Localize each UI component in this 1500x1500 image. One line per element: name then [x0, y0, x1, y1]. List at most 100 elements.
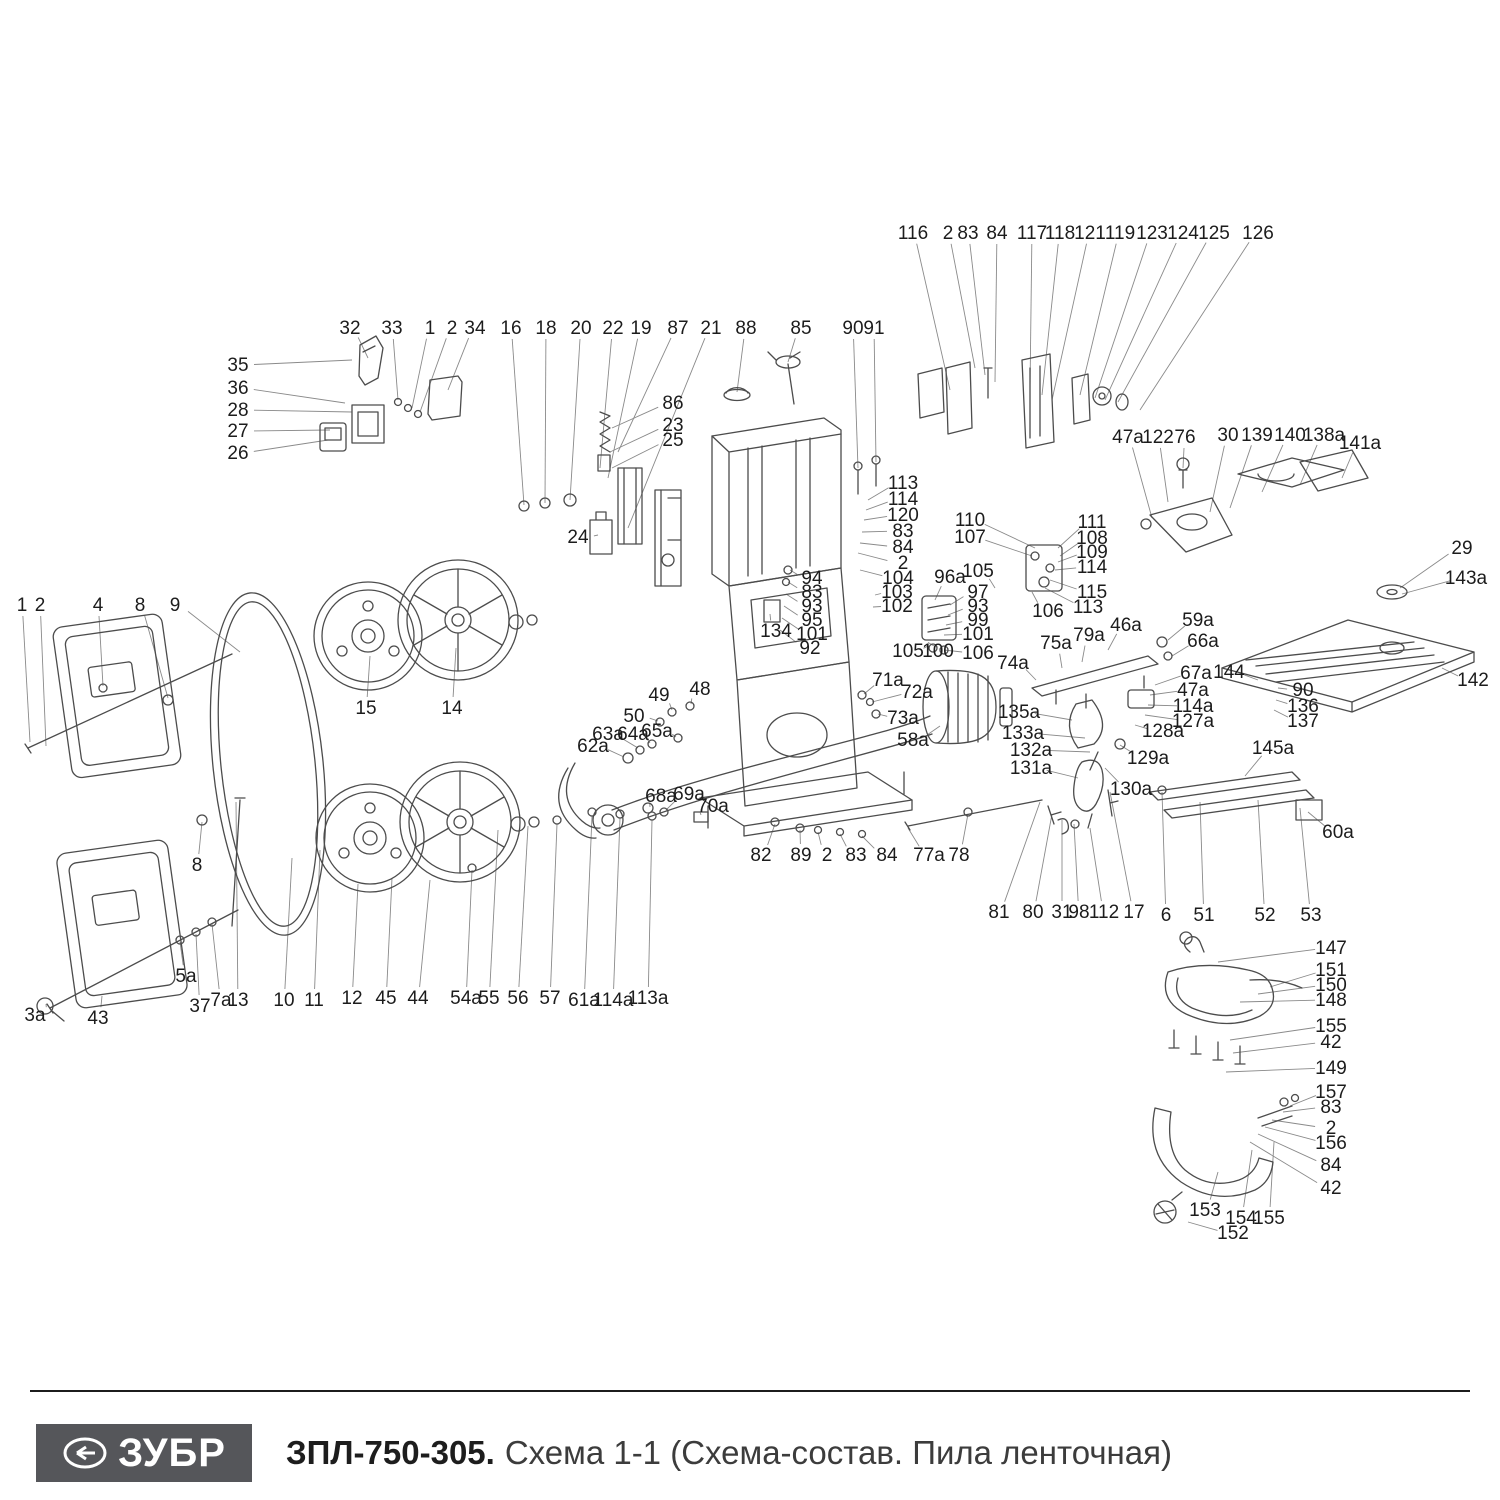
part-label: 59a	[1182, 610, 1214, 631]
part-label: 20	[570, 318, 591, 339]
part-label: 8	[135, 595, 146, 616]
leader-line	[1299, 807, 1310, 905]
part-label: 122	[1142, 427, 1174, 448]
leader-line	[1107, 633, 1118, 651]
leader-line	[1264, 1126, 1316, 1141]
upper-axle-hardware	[508, 614, 538, 630]
tension-assembly	[589, 351, 801, 555]
part-label: 1	[17, 595, 28, 616]
brand-name: ЗУБР	[118, 1431, 226, 1475]
leader-line	[943, 633, 963, 636]
part-label: 91	[863, 318, 884, 339]
hinge-rod-upper	[24, 653, 233, 754]
leader-line	[1261, 444, 1284, 493]
leader-line	[1059, 653, 1063, 669]
part-label: 79a	[1073, 625, 1105, 646]
part-label: 113	[888, 473, 918, 494]
part-label: 10	[273, 990, 294, 1011]
leader-line	[198, 821, 203, 855]
leader-line	[669, 703, 673, 711]
leader-line	[873, 338, 877, 463]
part-label: 3a	[24, 1005, 46, 1026]
part-label: 155	[1315, 1016, 1347, 1037]
leader-line	[419, 338, 447, 413]
leader-line	[518, 825, 529, 988]
footer-bar: ЗУБР ЗПЛ-750-305.Схема 1-1 (Схема-состав…	[0, 1390, 1500, 1500]
part-label: 84	[876, 845, 898, 866]
part-label: 25	[662, 430, 683, 451]
leader-line	[544, 338, 547, 504]
part-label: 128a	[1142, 721, 1185, 742]
leader-line	[665, 799, 677, 811]
leader-line	[874, 593, 882, 596]
leader-line	[1049, 579, 1077, 590]
leader-line	[1187, 1221, 1218, 1231]
part-label: 137	[1287, 711, 1319, 732]
part-label: 108	[1076, 528, 1108, 549]
leader-line	[1104, 242, 1177, 401]
part-label: 28	[227, 400, 248, 421]
part-label: 100	[922, 641, 954, 662]
leader-line	[1134, 724, 1148, 730]
tire-segment	[558, 762, 601, 839]
part-label: 84	[892, 537, 914, 558]
leader-line	[607, 338, 639, 479]
part-label: 99	[967, 610, 988, 631]
leader-line	[1025, 669, 1037, 681]
part-label: 5a	[175, 966, 197, 987]
part-label: 129a	[1127, 748, 1170, 769]
part-label: 43	[87, 1008, 108, 1029]
fence-rails	[1149, 771, 1323, 821]
part-label: 97	[967, 582, 988, 603]
part-label: 96a	[934, 567, 966, 588]
leader-line	[1079, 243, 1117, 396]
part-label: 113	[1073, 597, 1103, 618]
part-label: 77a	[913, 845, 945, 866]
diagram-title: ЗПЛ-750-305.Схема 1-1 (Схема-состав. Пил…	[286, 1434, 1172, 1472]
leader-line	[314, 849, 321, 990]
leader-line	[352, 883, 359, 988]
guide-hardware-upper	[1025, 544, 1063, 592]
leader-line	[584, 815, 593, 990]
part-label: 70a	[697, 796, 729, 817]
part-label: 143a	[1445, 568, 1488, 589]
part-label: 31	[1051, 902, 1072, 923]
leader-line	[1299, 444, 1318, 486]
table-insert-plates	[1237, 449, 1369, 492]
part-label: 35	[227, 355, 248, 376]
part-label: 45	[375, 988, 396, 1009]
part-label: 1	[425, 318, 436, 339]
part-label: 145a	[1252, 738, 1295, 759]
part-label: 144	[1213, 662, 1245, 683]
leader-line	[1273, 709, 1289, 718]
leader-line	[253, 389, 346, 404]
leader-line	[569, 338, 581, 501]
part-label: 24	[567, 527, 589, 548]
part-label: 42	[1320, 1032, 1341, 1053]
leader-line	[419, 879, 431, 988]
leader-line	[1073, 823, 1079, 902]
drive-belt	[611, 715, 933, 831]
part-label: 8	[192, 855, 203, 876]
part-label: 48	[689, 679, 710, 700]
part-label: 118	[1045, 223, 1075, 244]
leader-line	[607, 749, 625, 758]
leader-line	[949, 596, 964, 606]
part-label: 124	[1167, 223, 1199, 244]
leader-line	[994, 243, 998, 383]
part-label: 105	[962, 561, 994, 582]
part-label: 136	[1287, 696, 1319, 717]
leader-line	[736, 338, 745, 393]
leader-line	[599, 338, 612, 469]
leader-line	[1089, 827, 1102, 902]
part-label: 4	[93, 595, 104, 616]
part-label: 135a	[998, 702, 1041, 723]
base-hardware	[770, 817, 867, 839]
part-label: 130a	[1110, 779, 1153, 800]
leader-line	[865, 501, 888, 511]
part-label: 148	[1315, 990, 1347, 1011]
part-label: 73a	[887, 708, 919, 729]
guide-hardware-lower	[921, 595, 957, 655]
leader-line	[1399, 553, 1449, 589]
leader-line	[22, 615, 31, 743]
